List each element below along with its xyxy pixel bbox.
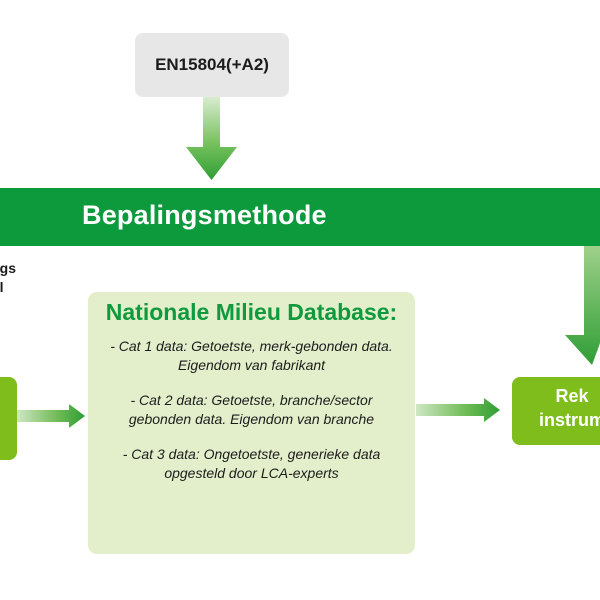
arrow-method-to-tool (565, 246, 600, 365)
nmd-item-cat3: - Cat 3 data: Ongetoetste, generieke dat… (122, 446, 381, 481)
standard-label: EN15804(+A2) (155, 55, 269, 74)
tool-label-line2: instrum (538, 410, 600, 430)
left-cropped-label: ...gs ...l (0, 259, 24, 299)
arrow-left-to-nmd (17, 404, 85, 428)
nmd-item-cat2: - Cat 2 data: Getoetste, branche/sector … (128, 392, 375, 427)
tool-box: Rek instrum (512, 377, 600, 445)
method-banner: Bepalingsmethode (0, 188, 600, 246)
left-label-line2: ...l (0, 279, 4, 295)
tool-label-line1: Rek (555, 386, 589, 406)
method-label: Bepalingsmethode (82, 200, 327, 230)
left-source-box (0, 377, 17, 460)
nmd-item-cat1: - Cat 1 data: Getoetste, merk-gebonden d… (110, 338, 393, 373)
arrow-nmd-to-tool (416, 398, 500, 422)
arrow-standard-to-method (186, 97, 237, 180)
left-label-line1: ...gs (0, 260, 17, 276)
standard-box: EN15804(+A2) (135, 33, 289, 97)
nmd-title: Nationale Milieu Database: (105, 299, 398, 325)
nmd-box: Nationale Milieu Database: - Cat 1 data:… (88, 292, 415, 554)
